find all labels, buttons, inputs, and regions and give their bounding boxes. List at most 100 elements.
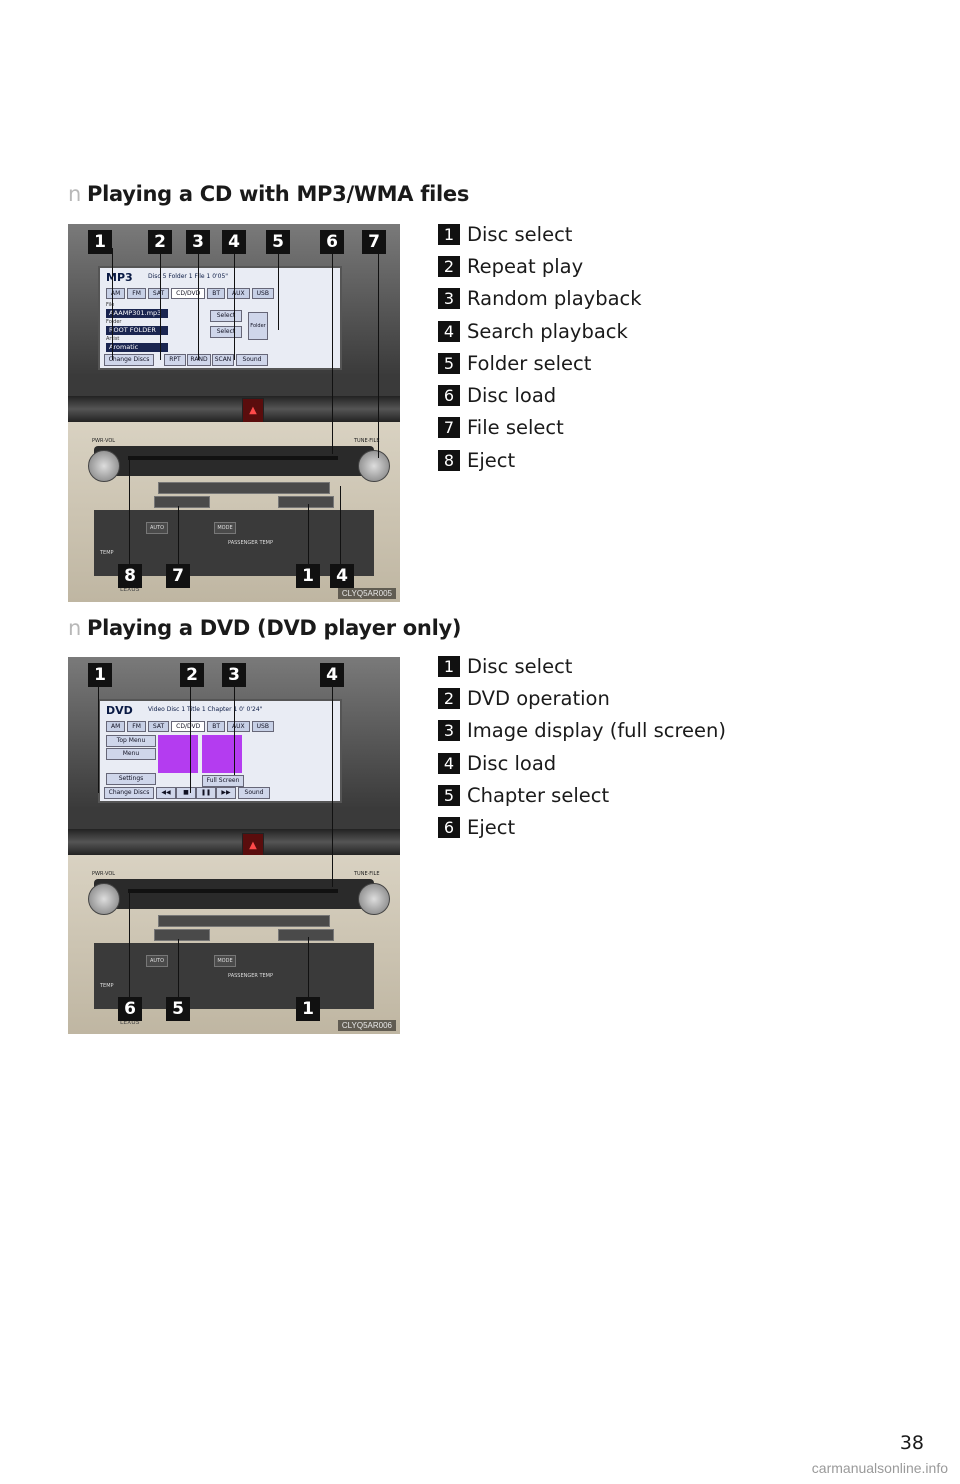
hazard-icon[interactable]: ▲ xyxy=(242,398,264,424)
disc-slot xyxy=(128,889,338,893)
callout-marker: 5 xyxy=(266,230,290,254)
tab-aux[interactable]: AUX xyxy=(227,288,250,299)
legend-number: 3 xyxy=(438,720,460,742)
legend-label: Disc select xyxy=(467,222,573,246)
menu-button[interactable]: Menu xyxy=(106,748,156,760)
tune-file-knob[interactable] xyxy=(358,450,390,482)
leader-line xyxy=(308,504,309,568)
ch-disc-button[interactable] xyxy=(278,929,334,941)
mode-buttons-row[interactable] xyxy=(158,482,330,494)
rand-button[interactable]: RAND xyxy=(187,354,211,366)
folder-value: ROOT FOLDER xyxy=(106,326,168,335)
tab-aux[interactable]: AUX xyxy=(227,721,250,732)
screen-tabs: AM FM SAT CD/DVD BT AUX USB xyxy=(106,288,274,299)
tab-usb[interactable]: USB xyxy=(251,288,274,299)
tab-usb[interactable]: USB xyxy=(251,721,274,732)
seek-track-button[interactable] xyxy=(154,496,210,508)
tab-bt[interactable]: BT xyxy=(207,721,226,732)
callout-marker: 8 xyxy=(118,564,142,588)
legend-label: Repeat play xyxy=(467,254,584,278)
temp-label: TEMP xyxy=(100,550,114,556)
tune-file-knob[interactable] xyxy=(358,883,390,915)
pause-button[interactable]: ❚❚ xyxy=(196,787,216,799)
legend-item: 4 Search playback xyxy=(438,315,642,347)
stop-button[interactable]: ■ xyxy=(176,787,196,799)
tab-cd-dvd[interactable]: CD/DVD xyxy=(171,721,206,732)
leader-line xyxy=(112,248,113,360)
tab-cd-dvd[interactable]: CD/DVD xyxy=(171,288,206,299)
screen-title: DVD xyxy=(106,704,133,717)
auto-button[interactable]: AUTO xyxy=(146,955,168,967)
seek-track-button[interactable] xyxy=(154,929,210,941)
callout-marker: 3 xyxy=(222,663,246,687)
legend-number: 6 xyxy=(438,817,460,839)
change-discs-button[interactable]: Change Discs xyxy=(104,787,154,799)
file-select-button[interactable]: Select xyxy=(210,310,242,322)
section-title-text: Playing a DVD (DVD player only) xyxy=(87,616,462,640)
legend-number: 2 xyxy=(438,255,460,277)
rpt-button[interactable]: RPT xyxy=(164,354,186,366)
tab-sat[interactable]: SAT xyxy=(147,288,170,299)
brand-logo: LEXUS xyxy=(120,586,140,593)
sound-button[interactable]: Sound xyxy=(238,787,270,799)
leader-line xyxy=(190,681,191,793)
mode-buttons-row[interactable] xyxy=(158,915,330,927)
settings-button[interactable]: Settings xyxy=(106,773,156,785)
screen-info: Disc 5 Folder 1 File 1 0'05" xyxy=(148,273,229,280)
dvd-video-area xyxy=(158,735,198,773)
folder-select-button[interactable]: Select xyxy=(210,326,242,338)
legend-item: 2 Repeat play xyxy=(438,250,642,282)
pwr-vol-knob[interactable] xyxy=(88,450,120,482)
auto-button[interactable]: AUTO xyxy=(146,522,168,534)
folder-button[interactable]: Folder xyxy=(248,312,268,340)
temp-label: TEMP xyxy=(100,983,114,989)
legend-label: Search playback xyxy=(467,319,628,343)
folder-label: Folder xyxy=(106,319,122,325)
legend-label: File select xyxy=(467,416,564,440)
legend-number: 1 xyxy=(438,655,460,677)
sound-button[interactable]: Sound xyxy=(236,354,268,366)
leader-line xyxy=(198,248,199,360)
fast-forward-button[interactable]: ▶▶ xyxy=(216,787,236,799)
artist-value: Aromatic Concert xyxy=(106,343,168,360)
callout-marker: 4 xyxy=(330,564,354,588)
pwr-vol-label: PWR·VOL xyxy=(92,438,116,444)
top-menu-button[interactable]: Top Menu xyxy=(106,735,156,747)
tab-am[interactable]: AM xyxy=(106,721,126,732)
tab-fm[interactable]: FM xyxy=(127,721,146,732)
image-code: CLYQ5AR005 xyxy=(337,588,396,599)
pwr-vol-knob[interactable] xyxy=(88,883,120,915)
air-vent xyxy=(68,396,400,422)
pwr-vol-label: PWR·VOL xyxy=(92,871,116,877)
full-screen-button[interactable]: Full Screen xyxy=(202,775,244,787)
tab-bt[interactable]: BT xyxy=(207,288,226,299)
tab-sat[interactable]: SAT xyxy=(147,721,170,732)
mode-button[interactable]: MODE xyxy=(214,522,236,534)
mode-button[interactable]: MODE xyxy=(214,955,236,967)
legend-number: 7 xyxy=(438,417,460,439)
leader-line xyxy=(98,681,99,793)
section-bullet: n xyxy=(68,616,82,640)
legend-number: 8 xyxy=(438,449,460,471)
ch-disc-button[interactable] xyxy=(278,496,334,508)
legend-item: 1 Disc select xyxy=(438,650,726,682)
rewind-button[interactable]: ◀◀ xyxy=(156,787,176,799)
change-discs-button[interactable]: Change Discs xyxy=(104,354,154,366)
tune-file-label: TUNE·FILE xyxy=(354,871,380,877)
file-value: AAAMP301.mp3 xyxy=(106,309,168,318)
tab-fm[interactable]: FM xyxy=(127,288,146,299)
leader-line xyxy=(234,248,235,360)
tab-am[interactable]: AM xyxy=(106,288,126,299)
legend-number: 4 xyxy=(438,320,460,342)
callout-marker: 4 xyxy=(222,230,246,254)
legend-label: Disc select xyxy=(467,654,573,678)
scan-button[interactable]: SCAN xyxy=(212,354,234,366)
callout-marker: 6 xyxy=(118,997,142,1021)
